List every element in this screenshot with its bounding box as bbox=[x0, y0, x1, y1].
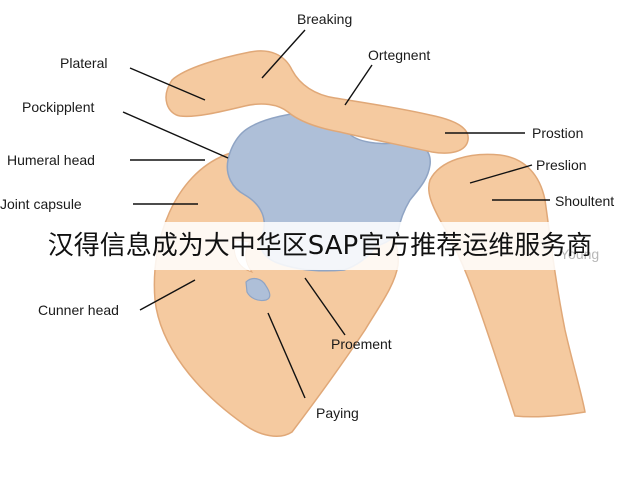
leader-preslion bbox=[469, 164, 533, 184]
label-prostion: Prostion bbox=[532, 125, 584, 141]
label-preslion: Preslion bbox=[536, 157, 587, 173]
label-ortegnent: Ortegnent bbox=[368, 47, 431, 63]
leader-breaking bbox=[261, 29, 306, 79]
label-paying: Paying bbox=[316, 405, 359, 421]
label-cunner-head: Cunner head bbox=[38, 302, 119, 318]
label-plateral: Plateral bbox=[60, 55, 108, 71]
acromion-bone bbox=[165, 50, 469, 154]
leader-paying bbox=[267, 312, 306, 399]
leader-proement bbox=[304, 277, 346, 336]
leader-cunner-head bbox=[139, 279, 196, 311]
label-shoultent: Shoultent bbox=[555, 193, 615, 209]
label-breaking: Breaking bbox=[297, 11, 353, 27]
banner-caption: 汉得信息成为大中华区SAP官方推荐运维服务商 bbox=[47, 231, 593, 261]
watermark-banner bbox=[0, 222, 640, 270]
label-joint-capsule: Joint capsule bbox=[0, 196, 82, 212]
capsule-pocket bbox=[245, 277, 271, 302]
label-humeral-head: Humeral head bbox=[7, 152, 95, 168]
leader-plateral bbox=[129, 67, 206, 101]
leader-pockipplent bbox=[122, 111, 229, 159]
label-young: Young bbox=[560, 246, 600, 262]
label-pockipplent: Pockipplent bbox=[22, 99, 95, 115]
label-proement: Proement bbox=[331, 336, 392, 352]
leader-ortegnent bbox=[344, 64, 373, 106]
